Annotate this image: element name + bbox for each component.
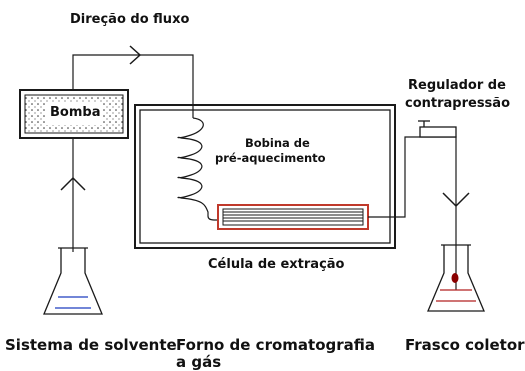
collect-flow-arrow bbox=[442, 192, 470, 208]
back-pressure-regulator-label-line2: contrapressão bbox=[405, 96, 511, 111]
solvent-flow-arrow bbox=[60, 176, 86, 191]
preheat-coil bbox=[177, 117, 220, 221]
flow-tube-top bbox=[72, 54, 194, 118]
gc-oven-inner bbox=[139, 109, 391, 244]
collection-flask-label: Frasco coletor bbox=[405, 336, 525, 354]
extraction-cell-core bbox=[222, 208, 364, 226]
pump-label-bg bbox=[45, 103, 103, 125]
outlet-tube bbox=[368, 136, 457, 290]
gc-oven-outer bbox=[134, 104, 396, 249]
flow-direction-label: Direção do fluxo bbox=[70, 12, 190, 27]
extraction-cell-stripes bbox=[223, 211, 363, 222]
collection-flask bbox=[427, 245, 485, 312]
collection-droplet bbox=[451, 273, 459, 283]
preheat-coil-label-line1: Bobina de bbox=[245, 136, 310, 150]
flow-direction-arrow bbox=[129, 45, 142, 65]
extraction-cell-label: Célula de extração bbox=[208, 257, 345, 272]
gc-oven-label-line2: a gás bbox=[176, 353, 222, 371]
solvent-system-label: Sistema de solvente bbox=[5, 336, 177, 354]
pump-label: Bomba bbox=[50, 105, 101, 120]
preheat-coil-label-line2: pré-aquecimento bbox=[215, 151, 326, 165]
back-pressure-regulator bbox=[419, 126, 457, 138]
back-pressure-regulator-label-line1: Regulador de bbox=[408, 78, 506, 93]
gc-oven-label-line1: Forno de cromatografia bbox=[176, 336, 375, 354]
solvent-flask bbox=[43, 248, 103, 315]
